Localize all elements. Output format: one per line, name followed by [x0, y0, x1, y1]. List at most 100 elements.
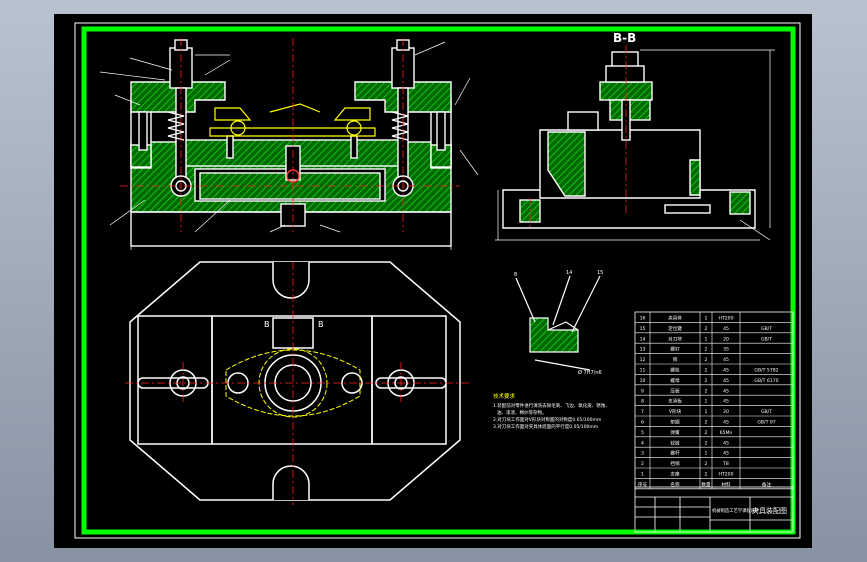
bom-cell: 销 [673, 356, 678, 363]
bom-cell: T8 [722, 461, 729, 467]
bom-cell: 2 [705, 440, 708, 446]
bom-cell: 15 [640, 326, 646, 332]
bom-cell: 2 [705, 388, 708, 394]
bom-cell: GB/T [761, 409, 772, 415]
plan-centerlines [125, 262, 470, 505]
tech-title: 技术要求 [493, 392, 516, 400]
bom-cell: HT200 [718, 315, 733, 321]
callout-14: 14 [566, 270, 572, 276]
tech-line-3: 2.对刀块工作面对V形块对称面的对称度0.05/100mm [493, 416, 601, 423]
bom-cell: 12 [640, 357, 646, 363]
bom-cell: 4 [641, 440, 644, 446]
bom-header-cell: 名称 [670, 481, 680, 488]
bom-cell: 垫圈 [670, 418, 680, 425]
bom-cell: 10 [640, 378, 646, 384]
bom-cell: 8 [641, 399, 644, 405]
bom-cell: 1 [641, 471, 644, 477]
bom-cell: 支承板 [668, 398, 682, 405]
bom-cell: 20 [723, 409, 729, 415]
front-leaders [99, 41, 479, 250]
workpiece-front [209, 103, 376, 137]
bom-cell: 65Mn [720, 430, 733, 436]
section-mark-right: B [318, 320, 324, 329]
inner-border [81, 26, 796, 535]
bom-cell: 45 [723, 357, 729, 363]
section-bb-view [502, 51, 756, 229]
bom-cell: HT200 [718, 471, 733, 477]
bom-cell: 5 [641, 430, 644, 436]
bom-cell: 45 [723, 378, 729, 384]
bom-cell: 2 [705, 419, 708, 425]
bom-header-cell: 数量 [701, 481, 711, 488]
bom-cell: 13 [640, 347, 646, 353]
bom-header-cell: 序号 [638, 481, 648, 488]
bom-cell: 对刀块 [668, 335, 682, 342]
bom-cell: 45 [723, 367, 729, 373]
bom-cell: 11 [640, 367, 646, 373]
bom-cell: 2 [705, 326, 708, 332]
bom-cell: 6 [641, 419, 644, 425]
bom-cell: V形块 [669, 408, 682, 415]
bom-cell: 2 [705, 357, 708, 363]
bom-cell: 2 [641, 461, 644, 467]
callout-15: 15 [597, 270, 603, 276]
bom-cell: 16 [640, 315, 646, 321]
section-mark-left: B [264, 320, 270, 329]
bom-cell: 45 [723, 326, 729, 332]
bom-cell: 45 [723, 451, 729, 457]
tech-line-2: 油、漆渍、棉纱等杂物。 [497, 409, 547, 416]
bom-cell: 45 [723, 419, 729, 425]
bom-cell: 2 [705, 471, 708, 477]
bom-cell: 2 [705, 378, 708, 384]
bom-cell: 夹具体 [668, 314, 682, 321]
bom-cell: 9 [641, 388, 644, 394]
bom-cell: GB/T 5782 [754, 367, 778, 373]
fit-annotation: Ø 7H7/n6 [578, 369, 602, 376]
section-bb-dims [495, 49, 775, 241]
bom-header-cell: 材料 [721, 481, 731, 488]
bom-cell: 20 [723, 336, 729, 342]
bom-cell: 支座 [670, 470, 680, 477]
bom-cell: 35 [723, 347, 729, 353]
bom-cell: 螺母 [670, 377, 680, 384]
bom-cell: 2 [705, 430, 708, 436]
bom-cell: 7 [641, 409, 644, 415]
callout-8: 8 [514, 272, 517, 278]
bom-cell: 弹簧 [670, 429, 680, 436]
detail-view [515, 275, 601, 371]
title-block [634, 486, 794, 533]
bom-frame [634, 311, 794, 490]
bom-cell: 定位键 [668, 325, 682, 332]
bom-header-cell: 备注 [762, 481, 772, 488]
bom-cell: 2 [705, 461, 708, 467]
bom-cell: 1 [705, 315, 708, 321]
bom-cell: 螺钉 [670, 346, 680, 353]
bom-cell: GB/T 6170 [754, 378, 778, 384]
bom-cell: GB/T 97 [757, 419, 775, 425]
drawing-title: 夹具装配图 [752, 506, 787, 515]
bom-cell: 2 [705, 347, 708, 353]
tech-requirements: 技术要求 1.装配前对零件进行清洗去除毛刺、飞边、氧化皮、锈蚀、 油、漆渍、棉纱… [493, 392, 610, 430]
bom-cell: 45 [723, 440, 729, 446]
bom-cell: 压板 [670, 387, 680, 394]
bom-cell: GB/T [761, 326, 772, 332]
bom-cell: 1 [705, 409, 708, 415]
tech-line-1: 1.装配前对零件进行清洗去除毛刺、飞边、氧化皮、锈蚀、 [493, 402, 610, 409]
bom-cell: 螺杆 [670, 450, 680, 457]
bom-cell: 45 [723, 399, 729, 405]
front-centerlines [120, 38, 460, 232]
bom-cell: GB/T [761, 336, 772, 342]
section-bb-centerlines [529, 45, 627, 228]
bom-cell: 1 [705, 336, 708, 342]
outer-border [74, 22, 801, 539]
bom-cell: 2 [705, 367, 708, 373]
bom-cell: 1 [705, 399, 708, 405]
bom-cell: 铰链 [670, 439, 680, 446]
bom-cell: 1 [705, 451, 708, 457]
bom-cell: 45 [723, 388, 729, 394]
bom-cell: 挡销 [670, 460, 680, 467]
school-name: 机械制造工艺学课程设计 [712, 507, 760, 514]
bom-cell: 3 [641, 451, 644, 457]
